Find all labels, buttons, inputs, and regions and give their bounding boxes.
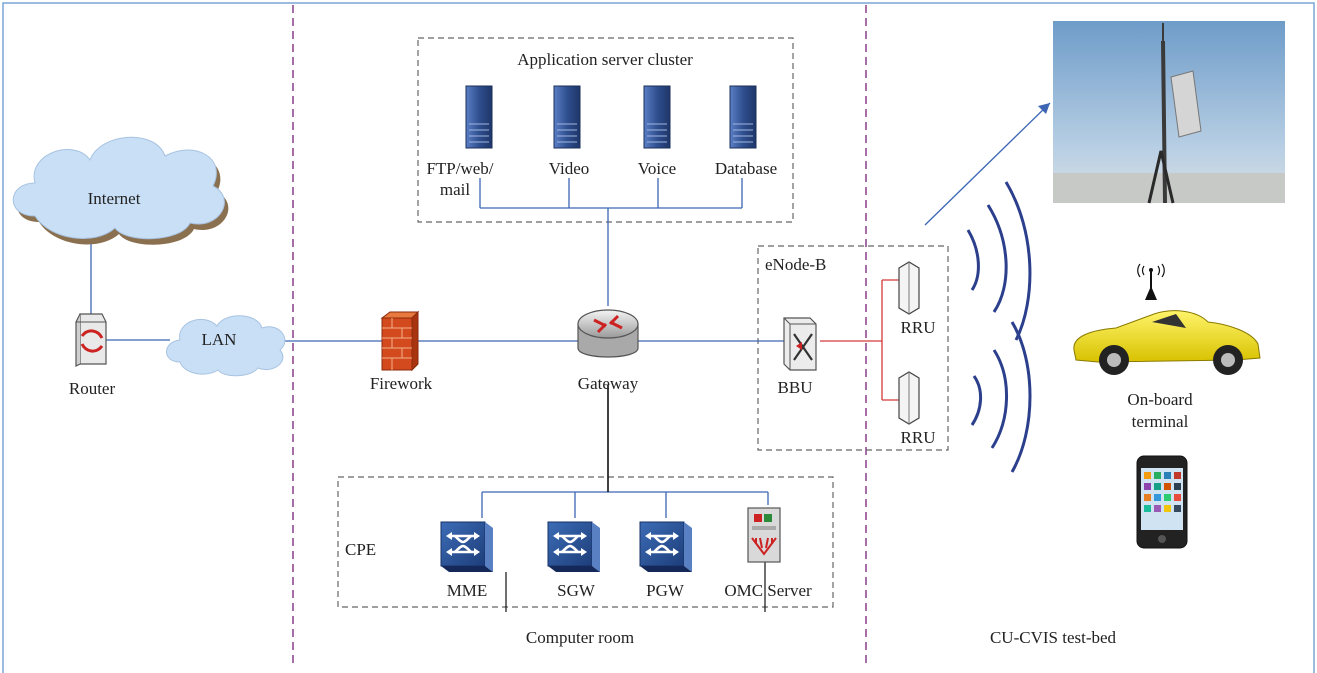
cluster-title: Application server cluster [517, 50, 693, 69]
server-rack-icon [465, 85, 493, 149]
lan-label: LAN [201, 330, 237, 349]
rru-top-label: RRU [900, 318, 936, 337]
antenna-icon [1137, 263, 1165, 300]
rru-icon [898, 371, 920, 425]
enodeb-box [757, 245, 949, 451]
mme-label: MME [446, 581, 488, 600]
links [90, 102, 1051, 518]
internet-label: Internet [87, 189, 141, 208]
terminal-label-line1: On-board [1127, 390, 1193, 409]
cpe-title: CPE [345, 540, 377, 559]
pgw-label: PGW [646, 581, 684, 600]
sgw-label: SGW [557, 581, 595, 600]
switch-icon [440, 521, 493, 572]
zone-label-computer-room: Computer room [525, 628, 635, 647]
switch-icon [639, 521, 692, 572]
server-label-ftp-line2: mail [439, 180, 471, 199]
enodeb-title: eNode-B [765, 255, 827, 274]
router-label: Router [68, 379, 116, 398]
terminal-label-line2: terminal [1131, 412, 1189, 431]
arrowhead [1038, 103, 1050, 114]
antenna-mast-photo [1053, 21, 1285, 204]
car-icon [1073, 310, 1261, 375]
server-rack-icon [643, 85, 671, 149]
server-label-voice: Voice [637, 159, 677, 178]
zone-label-test-bed: CU-CVIS test-bed [989, 628, 1117, 647]
server-label-ftp-line1: FTP/web/ [426, 159, 494, 178]
server-label-database: Database [714, 159, 778, 178]
bbu-label: BBU [777, 378, 813, 397]
red-links [820, 279, 900, 401]
switch-icon [547, 521, 600, 572]
cluster-box [417, 37, 794, 223]
cpe-box [337, 476, 834, 608]
internet-cloud-icon [12, 136, 229, 245]
server-label-video: Video [548, 159, 590, 178]
lan-cloud-icon [166, 315, 286, 377]
smartphone-icon [1136, 455, 1188, 549]
rru-bottom-label: RRU [900, 428, 936, 447]
omc-server-icon [747, 507, 781, 563]
omc-label: OMC Server [724, 581, 812, 600]
bbu-icon [783, 317, 817, 371]
gateway-router-icon [577, 309, 639, 358]
server-rack-icon [553, 85, 581, 149]
firewall-label: Firework [369, 374, 433, 393]
firewall-icon [380, 310, 420, 372]
server-rack-icon [729, 85, 757, 149]
router-icon [75, 313, 107, 367]
radio-waves-icon [966, 181, 1032, 473]
rru-icon [898, 261, 920, 315]
gateway-label: Gateway [577, 374, 639, 393]
